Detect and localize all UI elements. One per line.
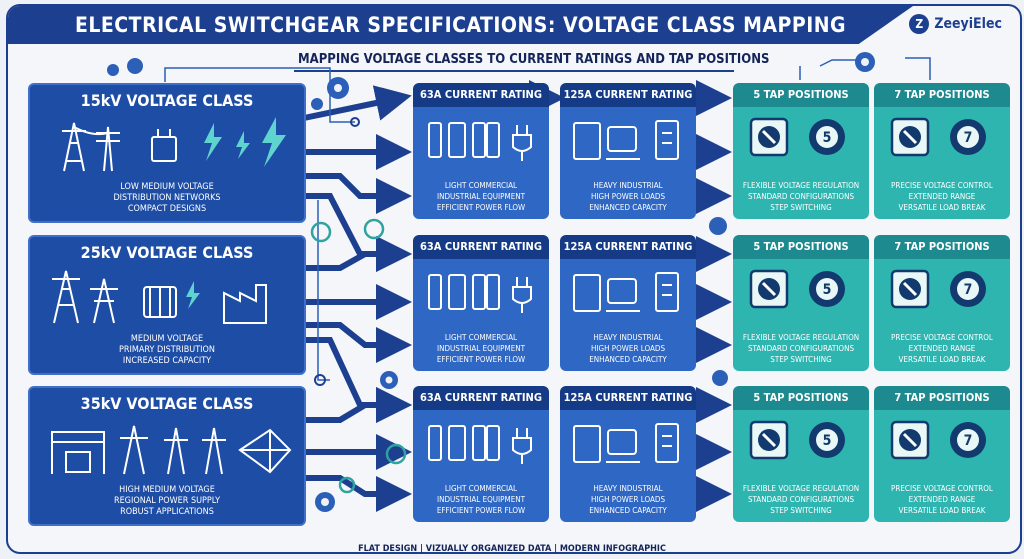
transmission-tower-icon (62, 117, 286, 172)
card-description: HEAVY INDUSTRIAL HIGH POWER LOADS ENHANC… (589, 484, 667, 515)
card-description: PRECISE VOLTAGE CONTROL EXTENDED RANGE V… (891, 484, 993, 515)
voltage-class-25kv: 25kV VOLTAGE CLASS MEDIUM VOLTAGE PRIMAR… (28, 235, 306, 375)
tap-count: 7 (964, 433, 973, 449)
breaker-icon (428, 425, 532, 464)
factory-icon (52, 270, 267, 324)
motor-icon (573, 120, 679, 160)
card-title: 125A CURRENT RATING (560, 386, 696, 410)
card-7-tap-row2: 7 TAP POSITIONS 7 PRECISE VOLTAGE CONTRO… (874, 235, 1010, 371)
card-7-tap-row1: 7 TAP POSITIONS 7 PRECISE VOLTAGE CONTRO… (874, 83, 1010, 219)
tap-count: 5 (823, 282, 832, 298)
card-63a-row1: 63A CURRENT RATING LIGHT COMMERCIAL INDU… (413, 83, 549, 219)
footer-caption: FLAT DESIGN | VIZUALLY ORGANIZED DATA | … (358, 544, 666, 554)
brand-mark-icon: Z (909, 14, 930, 34)
card-title: 5 TAP POSITIONS (733, 83, 869, 107)
subtitle-underline (294, 70, 734, 72)
voltage-class-title: 35kV VOLTAGE CLASS (80, 394, 254, 413)
card-63a-row2: 63A CURRENT RATING LIGHT COMMERCIAL INDU… (413, 235, 549, 371)
tap-dial-icon: 7 (890, 269, 986, 309)
card-5-tap-row1: 5 TAP POSITIONS 5 FLEXIBLE VOLTAGE REGUL… (733, 83, 869, 219)
voltage-class-description: HIGH MEDIUM VOLTAGE REGIONAL POWER SUPPL… (113, 485, 221, 517)
voltage-class-35kv: 35kV VOLTAGE CLASS HIGH MEDIUM VOLTAGE R… (28, 386, 306, 526)
tap-dial-icon: 5 (749, 269, 845, 309)
motor-icon (573, 272, 679, 312)
card-title: 63A CURRENT RATING (413, 83, 549, 107)
tap-dial-icon: 5 (749, 420, 845, 460)
card-title: 7 TAP POSITIONS (874, 235, 1010, 259)
card-title: 125A CURRENT RATING (560, 235, 696, 259)
card-description: LIGHT COMMERCIAL INDUSTRIAL EQUIPMENT EF… (436, 484, 526, 515)
card-125a-row1: 125A CURRENT RATING HEAVY INDUSTRIAL HIG… (560, 83, 696, 219)
card-description: PRECISE VOLTAGE CONTROL EXTENDED RANGE V… (891, 333, 993, 364)
tap-dial-icon: 7 (890, 420, 986, 460)
subtitle: MAPPING VOLTAGE CLASSES TO CURRENT RATIN… (298, 52, 770, 67)
title-banner: ELECTRICAL SWITCHGEAR SPECIFICATIONS: VO… (8, 6, 913, 44)
card-63a-row3: 63A CURRENT RATING LIGHT COMMERCIAL INDU… (413, 386, 549, 522)
brand-logo: Z ZeeyiElec (909, 14, 1002, 34)
tap-count: 5 (823, 433, 832, 449)
card-5-tap-row3: 5 TAP POSITIONS 5 FLEXIBLE VOLTAGE REGUL… (733, 386, 869, 522)
motor-icon (573, 423, 679, 463)
breaker-icon (428, 274, 532, 313)
card-125a-row2: 125A CURRENT RATING HEAVY INDUSTRIAL HIG… (560, 235, 696, 371)
tap-count: 7 (964, 282, 973, 298)
voltage-class-description: LOW MEDIUM VOLTAGE DISTRIBUTION NETWORKS… (113, 182, 221, 214)
card-title: 125A CURRENT RATING (560, 83, 696, 107)
card-description: LIGHT COMMERCIAL INDUSTRIAL EQUIPMENT EF… (436, 333, 526, 364)
tap-dial-icon: 5 (749, 117, 845, 157)
card-description: HEAVY INDUSTRIAL HIGH POWER LOADS ENHANC… (589, 333, 667, 364)
card-description: FLEXIBLE VOLTAGE REGULATION STANDARD CON… (742, 333, 860, 364)
card-title: 5 TAP POSITIONS (733, 235, 869, 259)
card-description: FLEXIBLE VOLTAGE REGULATION STANDARD CON… (742, 181, 860, 212)
card-5-tap-row2: 5 TAP POSITIONS 5 FLEXIBLE VOLTAGE REGUL… (733, 235, 869, 371)
card-description: FLEXIBLE VOLTAGE REGULATION STANDARD CON… (742, 484, 860, 515)
card-title: 63A CURRENT RATING (413, 235, 549, 259)
card-title: 5 TAP POSITIONS (733, 386, 869, 410)
voltage-class-title: 15kV VOLTAGE CLASS (80, 91, 254, 110)
substation-grid-icon (51, 425, 292, 475)
card-description: LIGHT COMMERCIAL INDUSTRIAL EQUIPMENT EF… (436, 181, 526, 212)
voltage-class-title: 25kV VOLTAGE CLASS (80, 243, 254, 262)
card-title: 63A CURRENT RATING (413, 386, 549, 410)
tap-count: 7 (964, 130, 973, 146)
card-description: HEAVY INDUSTRIAL HIGH POWER LOADS ENHANC… (589, 181, 667, 212)
page-title: ELECTRICAL SWITCHGEAR SPECIFICATIONS: VO… (74, 13, 847, 37)
voltage-class-15kv: 15kV VOLTAGE CLASS LOW MEDIUM VOLTAGE DI… (28, 83, 306, 223)
voltage-class-description: MEDIUM VOLTAGE PRIMARY DISTRIBUTION INCR… (119, 334, 215, 366)
card-7-tap-row3: 7 TAP POSITIONS 7 PRECISE VOLTAGE CONTRO… (874, 386, 1010, 522)
brand-name: ZeeyiElec (934, 16, 1002, 32)
tap-count: 5 (823, 130, 832, 146)
card-title: 7 TAP POSITIONS (874, 83, 1010, 107)
breaker-icon (428, 122, 532, 161)
card-title: 7 TAP POSITIONS (874, 386, 1010, 410)
card-125a-row3: 125A CURRENT RATING HEAVY INDUSTRIAL HIG… (560, 386, 696, 522)
card-description: PRECISE VOLTAGE CONTROL EXTENDED RANGE V… (891, 181, 993, 212)
tap-dial-icon: 7 (890, 117, 986, 157)
